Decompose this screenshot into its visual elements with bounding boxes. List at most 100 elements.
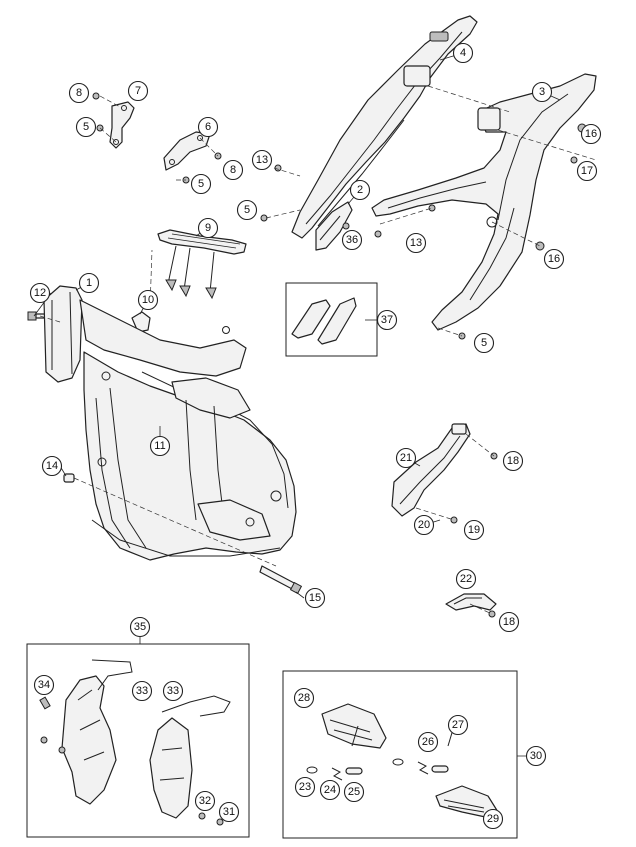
callout-label-12: 12 <box>34 287 46 299</box>
decal-group <box>285 282 378 357</box>
callout-25[interactable]: 25 <box>343 781 365 803</box>
callout-3[interactable]: 3 <box>531 81 553 103</box>
sidestand-foot <box>445 593 497 611</box>
callout-13-a[interactable]: 13 <box>251 149 273 171</box>
callout-10[interactable]: 10 <box>137 289 159 311</box>
callout-label-5-b: 5 <box>198 178 204 190</box>
callout-17[interactable]: 17 <box>576 160 598 182</box>
callout-label-27: 27 <box>452 719 464 731</box>
callout-5-b[interactable]: 5 <box>190 173 212 195</box>
part-drawings <box>26 15 597 839</box>
callout-5-d[interactable]: 5 <box>473 332 495 354</box>
callout-label-8-a: 8 <box>76 87 82 99</box>
callout-8-b[interactable]: 8 <box>222 159 244 181</box>
callout-6[interactable]: 6 <box>197 116 219 138</box>
callout-13-b[interactable]: 13 <box>405 232 427 254</box>
callout-label-5-a: 5 <box>83 121 89 133</box>
callout-36[interactable]: 36 <box>341 229 363 251</box>
callout-19[interactable]: 19 <box>463 519 485 541</box>
callouts: 1 2 3 4 5 5 5 5 6 7 8 8 9 10 11 12 13 13… <box>29 42 602 830</box>
callout-34[interactable]: 34 <box>33 674 55 696</box>
callout-label-7: 7 <box>135 85 141 97</box>
callout-14[interactable]: 14 <box>41 455 63 477</box>
callout-label-18-a: 18 <box>507 455 519 467</box>
callout-23[interactable]: 23 <box>294 776 316 798</box>
callout-label-35: 35 <box>134 621 146 633</box>
callout-label-28: 28 <box>298 692 310 704</box>
callout-11[interactable]: 11 <box>149 435 171 457</box>
callout-37[interactable]: 37 <box>376 309 398 331</box>
callout-label-24: 24 <box>324 784 336 796</box>
callout-5-c[interactable]: 5 <box>236 199 258 221</box>
callout-label-37: 37 <box>381 314 393 326</box>
bolt-part-12 <box>27 311 47 321</box>
callout-label-21: 21 <box>400 452 412 464</box>
subframe-rear <box>371 73 597 331</box>
callout-label-13-b: 13 <box>410 237 422 249</box>
callout-24[interactable]: 24 <box>319 779 341 801</box>
callout-label-36: 36 <box>346 234 358 246</box>
callout-26[interactable]: 26 <box>417 731 439 753</box>
callout-28[interactable]: 28 <box>293 687 315 709</box>
callout-35[interactable]: 35 <box>129 616 151 638</box>
callout-8-a[interactable]: 8 <box>68 82 90 104</box>
callout-16-a[interactable]: 16 <box>580 123 602 145</box>
sidestand-bracket <box>391 423 471 517</box>
callout-32[interactable]: 32 <box>194 790 216 812</box>
main-frame <box>43 285 297 561</box>
callout-label-13-a: 13 <box>256 154 268 166</box>
callout-label-34: 34 <box>38 679 50 691</box>
callout-label-2: 2 <box>357 184 363 196</box>
callout-15[interactable]: 15 <box>304 587 326 609</box>
callout-label-5-d: 5 <box>481 337 487 349</box>
callout-9[interactable]: 9 <box>197 217 219 239</box>
callout-18-b[interactable]: 18 <box>498 611 520 633</box>
callout-4[interactable]: 4 <box>452 42 474 64</box>
small-bracket <box>315 201 353 251</box>
callout-33-a[interactable]: 33 <box>131 680 153 702</box>
callout-label-25: 25 <box>348 786 360 798</box>
callout-1[interactable]: 1 <box>78 272 100 294</box>
callout-20[interactable]: 20 <box>413 514 435 536</box>
callout-12[interactable]: 12 <box>29 282 51 304</box>
guard-part-9 <box>157 229 247 300</box>
callout-label-5-c: 5 <box>244 204 250 216</box>
callout-label-1: 1 <box>86 277 92 289</box>
callout-21[interactable]: 21 <box>395 447 417 469</box>
callout-label-32: 32 <box>199 795 211 807</box>
callout-29[interactable]: 29 <box>482 808 504 830</box>
callout-2[interactable]: 2 <box>349 179 371 201</box>
callout-label-19: 19 <box>468 524 480 536</box>
callout-label-33-a: 33 <box>136 685 148 697</box>
callout-label-6: 6 <box>205 121 211 133</box>
callout-16-b[interactable]: 16 <box>543 248 565 270</box>
callout-30[interactable]: 30 <box>525 745 547 767</box>
callout-label-11: 11 <box>154 440 165 452</box>
callout-label-18-b: 18 <box>503 616 515 628</box>
bracket-part-6 <box>163 131 211 171</box>
callout-label-17: 17 <box>581 165 593 177</box>
callout-7[interactable]: 7 <box>127 80 149 102</box>
callout-31[interactable]: 31 <box>218 801 240 823</box>
callout-22[interactable]: 22 <box>455 568 477 590</box>
callout-label-22: 22 <box>460 573 472 585</box>
callout-33-b[interactable]: 33 <box>162 680 184 702</box>
callout-label-26: 26 <box>422 736 434 748</box>
callout-label-30: 30 <box>530 750 542 762</box>
callout-label-20: 20 <box>418 519 430 531</box>
callout-label-31: 31 <box>223 806 235 818</box>
callout-label-10: 10 <box>142 294 154 306</box>
callout-label-33-b: 33 <box>167 685 179 697</box>
callout-18-a[interactable]: 18 <box>502 450 524 472</box>
callout-label-23: 23 <box>299 781 311 793</box>
footrest-group <box>282 670 518 839</box>
bracket-part-7 <box>109 101 135 149</box>
callout-label-9: 9 <box>205 222 211 234</box>
callout-27[interactable]: 27 <box>447 714 469 736</box>
callout-5-a[interactable]: 5 <box>75 116 97 138</box>
frame-protector-group <box>26 643 250 838</box>
callout-label-8-b: 8 <box>230 164 236 176</box>
subframe-upper-rail <box>291 15 478 239</box>
callout-label-14: 14 <box>46 460 58 472</box>
